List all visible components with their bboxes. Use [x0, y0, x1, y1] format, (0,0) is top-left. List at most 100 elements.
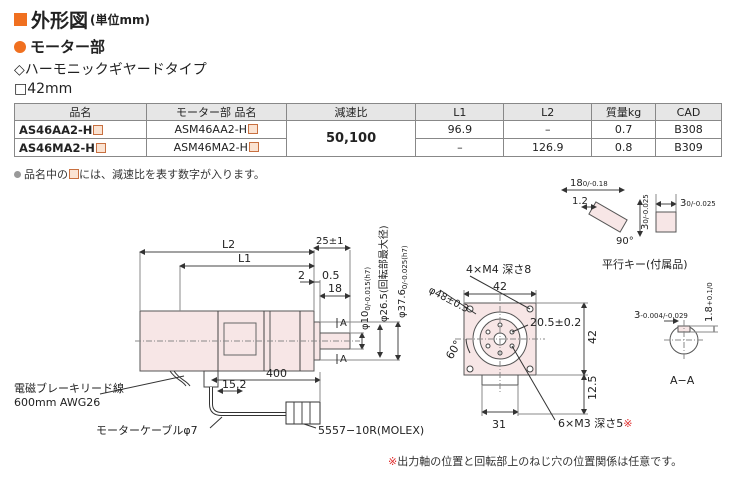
l2-cell: 126.9	[503, 138, 593, 157]
label-sec18-tol: +0.1/0	[706, 282, 714, 306]
leader-line	[99, 375, 185, 395]
motor-name-cell: ASM46MA2-H	[145, 138, 287, 157]
brake-lead-wire	[173, 370, 191, 387]
label-a-bot: A	[340, 354, 347, 365]
product-name-cell: AS46MA2-H	[14, 138, 147, 157]
label-key3h: 30/-0.025	[680, 198, 716, 209]
section-text: モーター部	[30, 38, 106, 56]
brake-lead-wire	[169, 370, 187, 387]
side-view	[99, 245, 401, 429]
leader-line	[303, 423, 317, 429]
key-body	[588, 201, 628, 233]
label-l2: L2	[222, 238, 235, 251]
label-key-caption: 平行キー(付属品)	[602, 258, 688, 271]
label-6xm3-mark: ※	[623, 417, 632, 430]
connector-body	[285, 401, 321, 425]
label-key18-value: 18	[570, 178, 583, 189]
ratio-box-icon	[95, 142, 106, 153]
label-4xm4: 4×M4 深さ8	[466, 263, 531, 276]
spec-table: 品名 モーター部 品名 減速比 L1 L2 質量kg CAD AS46AA2-H…	[14, 103, 722, 157]
label-18: 18	[328, 282, 342, 295]
label-31: 31	[492, 418, 506, 431]
tap-hole	[485, 343, 491, 349]
product-note-b: には、減速比を表す数字が入ります。	[79, 168, 265, 181]
label-205: 20.5±0.2	[530, 316, 581, 329]
label-key3v-value: 3	[640, 224, 651, 230]
footnote: ※出力軸の位置と回転部上のねじ穴の位置関係は任意です。	[388, 453, 682, 469]
header-cell: L2	[503, 103, 593, 121]
key-labels: 180/-0.18 1.2 30/-0.025 30/-0.025 90° 平行…	[570, 178, 716, 271]
product-name: AS46AA2-H	[19, 122, 93, 137]
label-key3h-value: 3	[680, 198, 686, 209]
cable-gland	[203, 370, 219, 388]
label-sec18: 1.8+0.1/0	[704, 282, 715, 322]
title-unit: (単位mm)	[90, 13, 150, 27]
product-name-cell: AS46AA2-H	[14, 120, 147, 139]
label-sec3-value: 3	[634, 310, 640, 321]
label-125: 12.5	[586, 376, 599, 401]
label-6xm3-value: 6×M3 深さ5	[558, 417, 623, 430]
body-window	[223, 322, 257, 356]
label-section-caption: A−A	[670, 374, 695, 387]
angle-60-arc	[465, 338, 471, 354]
header-cell: 減速比	[285, 103, 417, 121]
footnote-text: 出力軸の位置と回転部上のねじ穴の位置関係は任意です。	[397, 455, 683, 468]
leader-line	[511, 324, 529, 333]
label-key90: 90°	[616, 236, 634, 247]
title-text: 外形図	[31, 10, 89, 32]
motor-name: ASM46MA2-H	[173, 141, 248, 154]
bullet-icon	[14, 171, 21, 178]
section-heading: モーター部	[14, 36, 105, 57]
label-motor-cable: モーターケーブルφ7	[96, 423, 198, 437]
leader-line	[439, 289, 477, 315]
label-sec18-value: 1.8	[704, 306, 715, 322]
tap-hole	[485, 329, 491, 335]
label-key12: 1.2	[572, 196, 588, 207]
label-sec3: 3-0.004/-0.029	[634, 310, 688, 321]
label-phi265: φ26.5(回転部最大径)	[377, 225, 390, 322]
section-view	[664, 318, 718, 360]
label-key3v-tol: 0/-0.025	[642, 194, 650, 223]
label-a-top: A	[340, 318, 347, 329]
table-row: AS46MA2-H ASM46MA2-H – 126.9 0.8 B309	[14, 138, 722, 157]
label-l1: L1	[238, 252, 251, 265]
size-line: □42mm	[14, 81, 73, 97]
label-phi376: φ37.60/-0.025(h7)	[397, 245, 409, 318]
label-05: 0.5	[322, 269, 340, 282]
title-square-icon	[14, 13, 27, 26]
ratio-box-icon	[93, 124, 104, 135]
label-152: 15.2	[222, 378, 247, 391]
label-brake-lead: 電磁ブレーキリード線	[14, 381, 124, 395]
label-phi376-value: φ37.6	[397, 289, 408, 318]
label-key3h-tol: 0/-0.025	[686, 200, 715, 208]
side-view-labels: L2 L1 25±1 2 0.5 18 A A φ100/-0.015(h7) …	[14, 225, 424, 437]
leader-line	[209, 416, 223, 429]
key-end-view	[655, 211, 677, 233]
label-2: 2	[298, 269, 305, 282]
type-line: ◇ハーモニックギヤードタイプ	[14, 62, 207, 78]
section-dot-icon	[14, 40, 26, 53]
mass-cell: 0.8	[591, 138, 657, 157]
label-400: 400	[266, 367, 287, 380]
mount-hole	[466, 365, 474, 373]
motor-cable-core	[210, 387, 286, 415]
l1-cell: 96.9	[415, 120, 505, 139]
table-header-row: 品名 モーター部 品名 減速比 L1 L2 質量kg CAD	[14, 103, 722, 121]
product-name: AS46MA2-H	[19, 140, 95, 155]
label-phi10-value: φ10	[360, 311, 371, 330]
label-sec3-tol: -0.004/-0.029	[640, 312, 688, 320]
leader-line	[469, 275, 531, 310]
mount-hole	[526, 365, 534, 373]
product-note-a: 品名中の	[24, 168, 68, 181]
label-key18-tol: 0/-0.18	[583, 180, 608, 188]
key-view	[561, 187, 677, 237]
product-note: 品名中のには、減速比を表す数字が入ります。	[14, 166, 265, 182]
label-brake-spec: 600mm AWG26	[14, 396, 100, 409]
page-title: 外形図 (単位mm)	[14, 6, 150, 33]
ratio-box-icon	[248, 124, 259, 134]
tap-hole	[509, 329, 515, 335]
label-60: 60°	[443, 338, 464, 361]
label-key18: 180/-0.18	[570, 178, 608, 189]
label-42-top: 42	[493, 280, 507, 293]
front-view	[439, 275, 588, 421]
